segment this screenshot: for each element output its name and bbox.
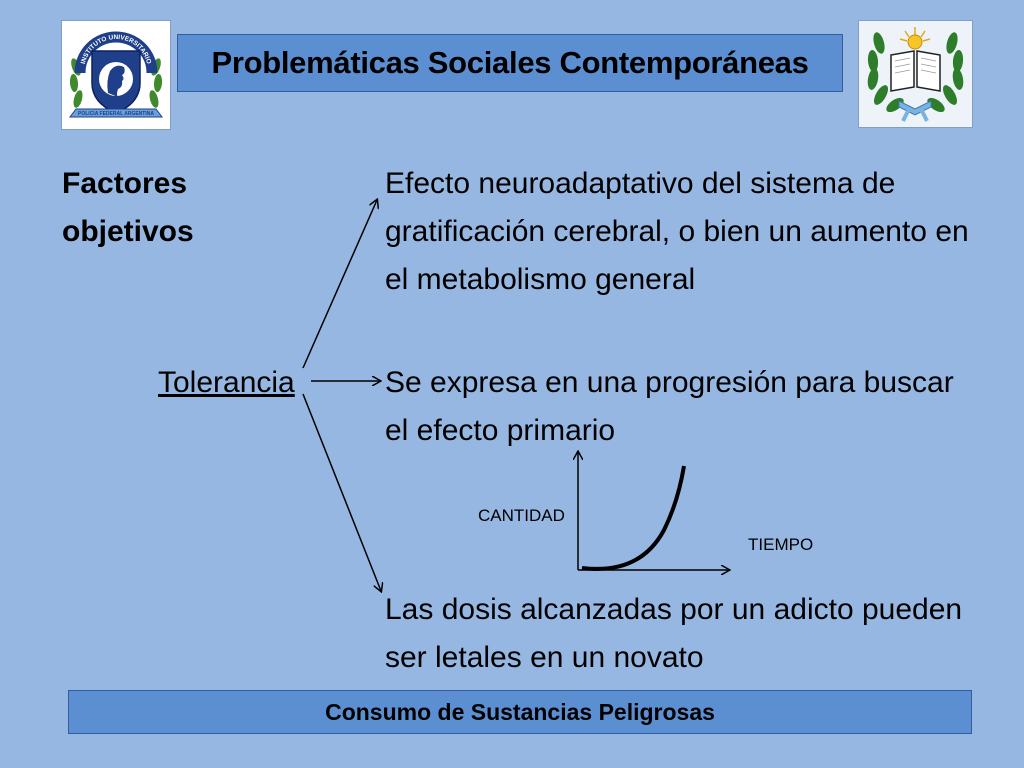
- page-title: Problemáticas Sociales Contemporáneas: [211, 45, 809, 80]
- instituto-universitario-logo: INSTITUTO UNIVERSITARIO POLICIA FEDERAL …: [61, 20, 171, 130]
- factores-objetivos-label: Factores objetivos: [62, 167, 194, 248]
- tolerancia-label: Tolerancia: [158, 366, 295, 399]
- footer-title: Consumo de Sustancias Peligrosas: [325, 698, 715, 725]
- page-title-banner: Problemáticas Sociales Contemporáneas: [177, 34, 843, 92]
- arrow-to-effect-1: [302, 200, 377, 369]
- footer-banner: Consumo de Sustancias Peligrosas: [68, 690, 972, 734]
- graph-x-label: TIEMPO: [748, 535, 814, 554]
- book-laurel-emblem-icon: [867, 27, 964, 122]
- graph-curve: [581, 465, 686, 571]
- effect-neuroadaptive: Efecto neuroadaptativo del sistema de gr…: [385, 167, 969, 296]
- effect-progression: Se expresa en una progresión para buscar…: [385, 366, 954, 447]
- arrow-to-effect-3: [302, 393, 381, 591]
- instituto-universitario-emblem-icon: INSTITUTO UNIVERSITARIO POLICIA FEDERAL …: [69, 31, 163, 118]
- book-laurel-logo: [858, 20, 973, 128]
- logo-ribbon-text: POLICIA FEDERAL ARGENTINA: [78, 111, 154, 117]
- graph-y-label: CANTIDAD: [478, 506, 565, 525]
- effect-lethal-dose: Las dosis alcanzadas por un adicto puede…: [385, 593, 963, 674]
